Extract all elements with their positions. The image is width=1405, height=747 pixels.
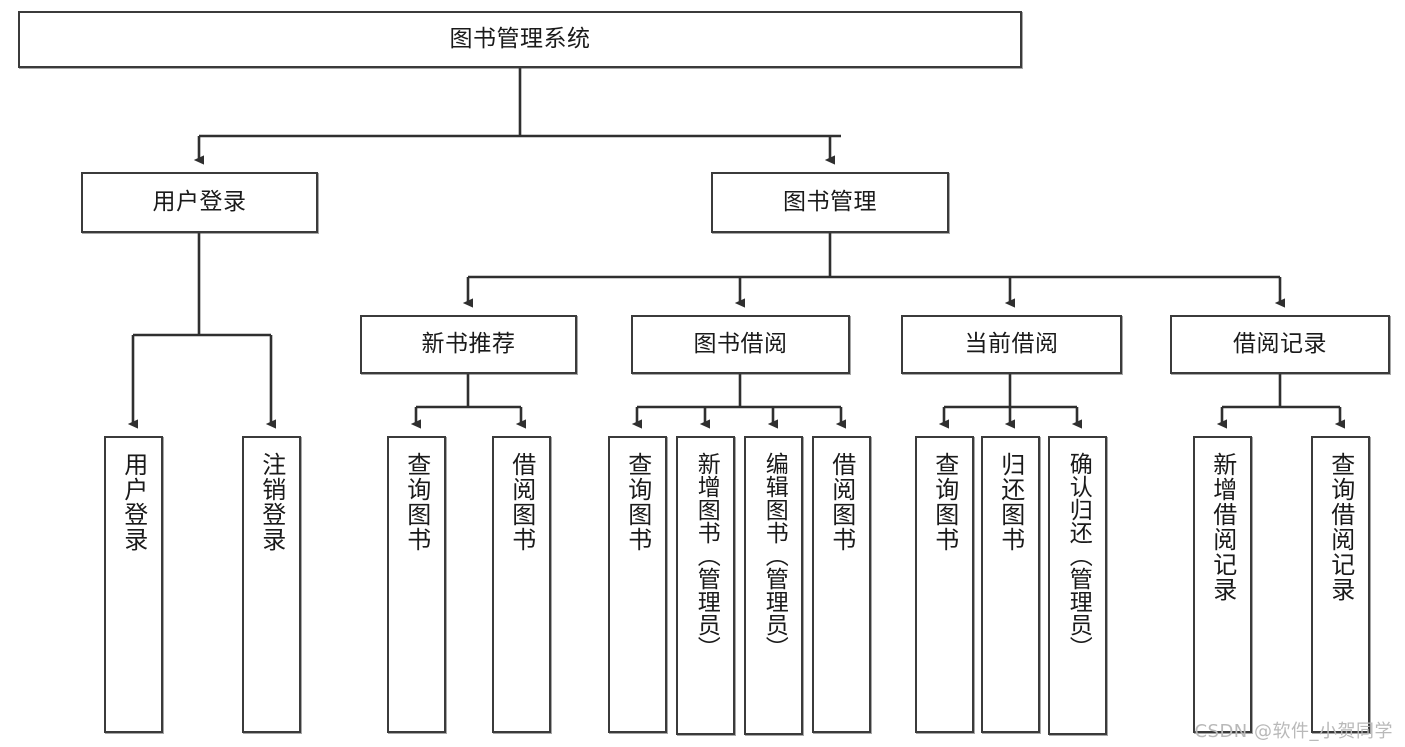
node-label: 新书推荐 [421, 330, 516, 357]
node-label: 借阅记录 [1233, 330, 1327, 357]
node-label: 查询图书 [402, 452, 431, 552]
node-leaf-logout[interactable]: 注销登录 [242, 436, 301, 733]
node-book-management[interactable]: 图书管理 [711, 172, 949, 233]
node-label: 编辑图书（管理员） [761, 452, 788, 659]
node-user-login[interactable]: 用户登录 [81, 172, 318, 233]
node-new-book-recommend[interactable]: 新书推荐 [360, 315, 577, 374]
node-leaf-confirm-return-admin[interactable]: 确认归还（管理员） [1048, 436, 1107, 735]
node-label: 新增图书（管理员） [693, 452, 720, 659]
node-label: 图书管理系统 [449, 25, 591, 52]
node-label: 当前借阅 [964, 330, 1059, 357]
node-label: 查询图书 [623, 452, 652, 552]
node-label: 用户登录 [152, 188, 247, 215]
node-label: 用户登录 [119, 452, 148, 552]
node-label: 图书借阅 [693, 330, 788, 357]
node-leaf-borrow-book[interactable]: 借阅图书 [812, 436, 871, 733]
node-leaf-query-borrow-record[interactable]: 查询借阅记录 [1311, 436, 1370, 733]
node-label: 借阅图书 [827, 452, 856, 552]
node-leaf-user-login[interactable]: 用户登录 [104, 436, 163, 733]
node-label: 新增借阅记录 [1208, 452, 1237, 602]
node-root-system[interactable]: 图书管理系统 [18, 11, 1022, 68]
node-leaf-query-book-recommend[interactable]: 查询图书 [387, 436, 446, 733]
node-borrow-records[interactable]: 借阅记录 [1170, 315, 1390, 374]
node-label: 查询借阅记录 [1326, 452, 1355, 602]
node-current-borrow[interactable]: 当前借阅 [901, 315, 1122, 374]
node-leaf-query-book-current[interactable]: 查询图书 [915, 436, 974, 733]
node-book-borrow[interactable]: 图书借阅 [631, 315, 850, 374]
node-label: 归还图书 [996, 452, 1025, 552]
node-label: 注销登录 [257, 452, 286, 552]
node-label: 查询图书 [930, 452, 959, 552]
node-label: 确认归还（管理员） [1065, 452, 1092, 659]
node-leaf-add-borrow-record[interactable]: 新增借阅记录 [1193, 436, 1252, 733]
node-leaf-query-book-borrow[interactable]: 查询图书 [608, 436, 667, 733]
node-label: 图书管理 [783, 188, 877, 215]
node-leaf-borrow-book-recommend[interactable]: 借阅图书 [492, 436, 551, 733]
node-leaf-add-book-admin[interactable]: 新增图书（管理员） [676, 436, 735, 735]
watermark-text: CSDN @软件_小贺同学 [1194, 721, 1393, 742]
node-leaf-edit-book-admin[interactable]: 编辑图书（管理员） [744, 436, 803, 735]
node-leaf-return-book[interactable]: 归还图书 [981, 436, 1040, 733]
node-label: 借阅图书 [507, 452, 536, 552]
